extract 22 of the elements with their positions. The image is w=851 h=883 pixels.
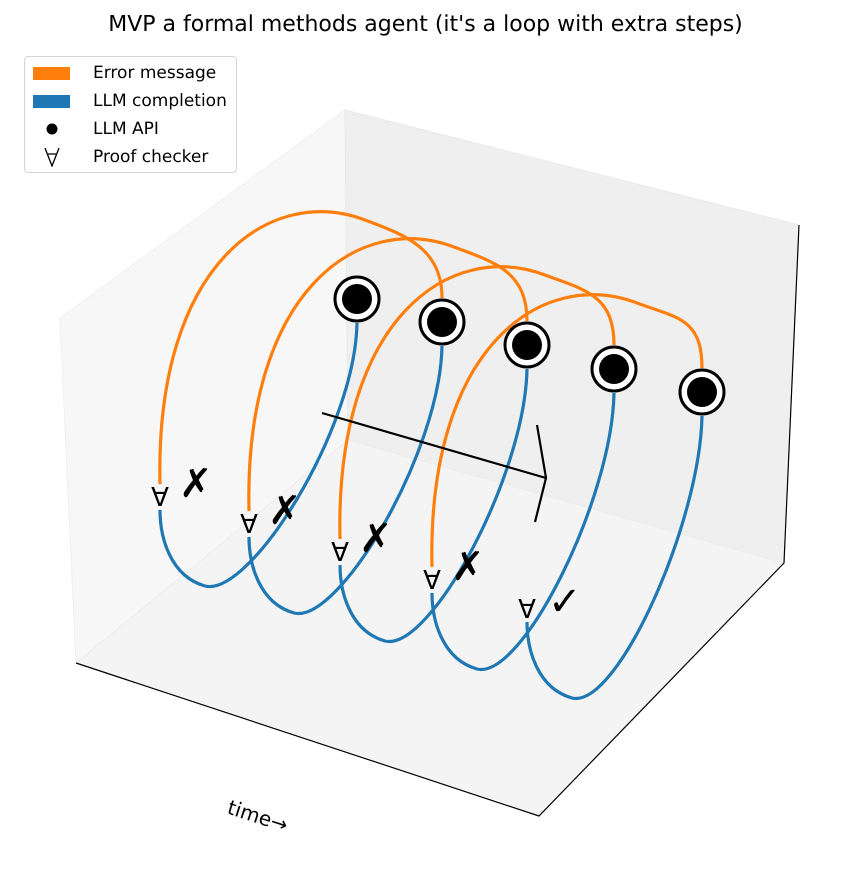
proof-checker-symbol: ∀ bbox=[422, 567, 442, 593]
proof-checker-symbol: ∀ bbox=[150, 484, 170, 510]
legend-label: Error message bbox=[93, 63, 216, 83]
helix-segment bbox=[525, 416, 704, 700]
axis-label: time→ bbox=[224, 795, 291, 837]
legend-label: Proof checker bbox=[93, 147, 208, 167]
proof-checker-symbol: ∀ bbox=[517, 596, 537, 622]
helix-segment bbox=[158, 322, 359, 588]
result-mark: ✗ bbox=[179, 464, 213, 504]
helix-segment bbox=[430, 293, 704, 568]
result-mark: ✓ bbox=[548, 582, 582, 622]
helix-segment bbox=[158, 210, 444, 484]
helix-segment bbox=[338, 368, 529, 643]
proof-checker-symbol: ∀ bbox=[330, 539, 350, 565]
helix-segment bbox=[430, 392, 616, 671]
helix-segment bbox=[247, 237, 529, 512]
helix-segment bbox=[247, 346, 444, 615]
proof-checker-symbol: ∀ bbox=[239, 511, 259, 537]
legend-label: LLM API bbox=[93, 119, 159, 139]
legend-label: LLM completion bbox=[93, 91, 227, 111]
chart-title: MVP a formal methods agent (it's a loop with extra steps) bbox=[107, 12, 744, 37]
helix-segment bbox=[338, 265, 616, 540]
